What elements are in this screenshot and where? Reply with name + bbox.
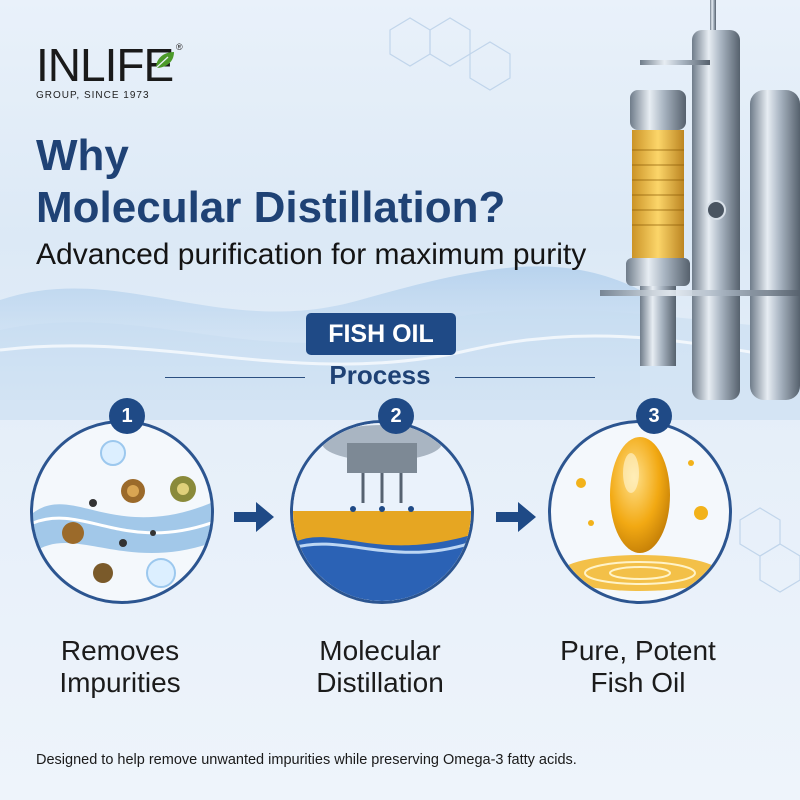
page-title: Why Molecular Distillation? — [36, 130, 505, 234]
step-1-number: 1 — [109, 398, 145, 434]
step-3-number: 3 — [636, 398, 672, 434]
brand-tagline: GROUP, SINCE 1973 — [36, 90, 150, 101]
title-line-1: Why — [36, 131, 129, 180]
subtitle: Advanced purification for maximum purity — [36, 238, 587, 271]
step-3-label: Pure, Potent Fish Oil — [560, 635, 716, 698]
impurities-icon — [33, 440, 211, 588]
registered-mark: ® — [176, 42, 183, 52]
arrow-right-icon — [496, 502, 536, 532]
fish-oil-capsule-icon — [560, 437, 720, 591]
divider-left — [165, 377, 305, 378]
process-title: Process — [329, 360, 431, 390]
footer-disclaimer: Designed to help remove unwanted impurit… — [36, 752, 577, 768]
step-2-label: Molecular Distillation — [316, 635, 444, 698]
divider-right — [455, 377, 595, 378]
leaf-icon — [155, 52, 174, 69]
title-line-2: Molecular Distillation? — [36, 183, 506, 232]
step-2-number: 2 — [378, 398, 414, 434]
distillation-tower-illustration — [600, 0, 800, 400]
step-2-illustration — [290, 420, 474, 604]
brand-logo: INLIFE ® GROUP, SINCE 1973 — [36, 39, 183, 101]
brand-name: INLIFE — [36, 39, 174, 91]
distillation-icon — [293, 423, 471, 601]
step-1-illustration — [30, 420, 214, 604]
arrow-right-icon — [234, 502, 274, 532]
step-3-illustration — [548, 420, 732, 604]
process-heading: Process — [165, 360, 595, 394]
step-1-label: Removes Impurities — [59, 635, 181, 698]
fish-oil-badge: FISH OIL — [306, 313, 456, 355]
